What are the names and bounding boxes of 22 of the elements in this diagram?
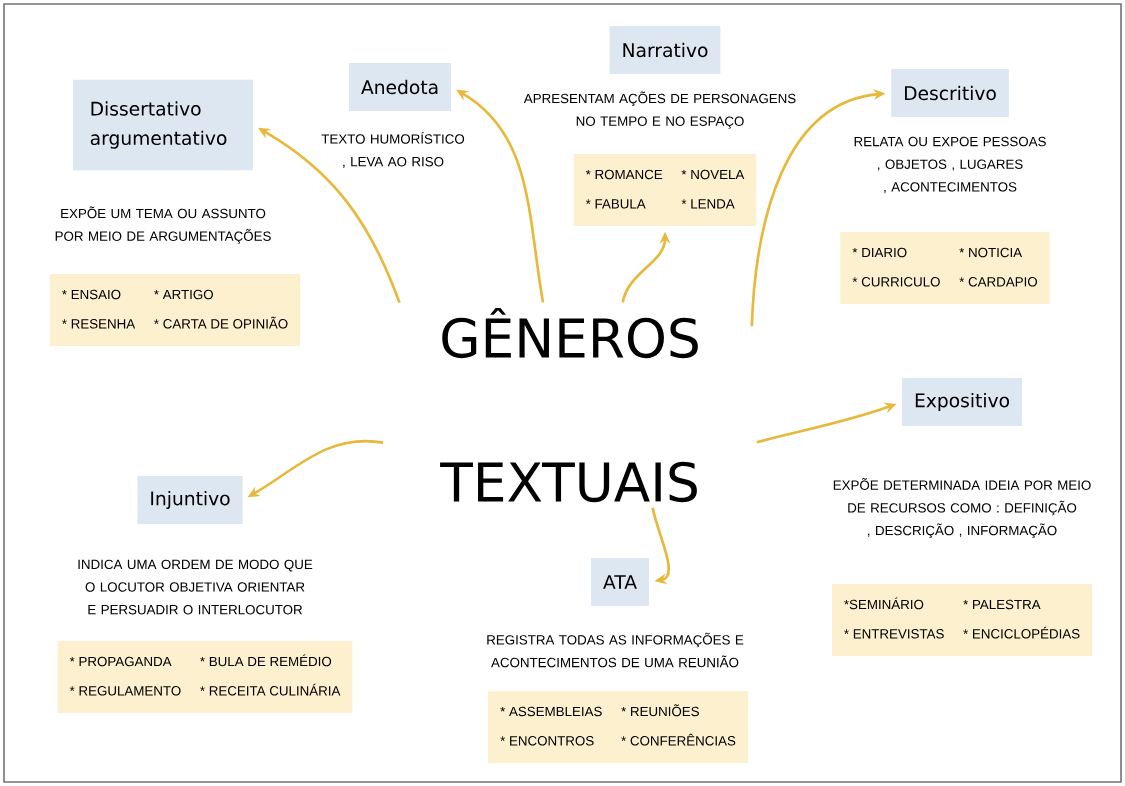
description-text: EXPÕE DETERMINADA IDEIA POR MEIO DE RECURSOS COMO : DEFINIÇÃO , DESCRIÇÃO , INFORMAÇÃO [833, 478, 1091, 538]
arrow [651, 507, 670, 585]
example-list-box: * PROPAGANDA * BULA DE REMÉDIO * REGULAMENTO * RECEITA CULINÁRIA [57, 641, 353, 713]
title-box: Anedota [348, 63, 452, 111]
title-box: Expositivo [902, 378, 1022, 426]
title-box: Narrativo [609, 26, 721, 74]
description-text: EXPÕE UM TEMA OU ASSUNTO POR MEIO DE ARGUMENTAÇÕES [55, 206, 271, 244]
example-list-box: * DIARIO * NOTICIA * CURRICULO * CARDAPIO [840, 232, 1050, 304]
description-text: RELATA OU EXPOE PESSOAS , OBJETOS , LUGARES , ACONTECIMENTOS [854, 136, 1046, 194]
example-list-box: * ASSEMBLEIAS * REUNIÕES * ENCONTROS * CONFERÊNCIAS [488, 691, 748, 763]
description-text: INDICA UMA ORDEM DE MODO QUE O LOCUTOR OBJETIVA ORIENTAR E PERSUADIR O INTERLOCUTOR [78, 559, 313, 615]
description-text: TEXTO HUMORÍSTICO , LEVA AO RISO [321, 132, 465, 168]
title-box: Descritivo [891, 69, 1009, 117]
central-title: GÊNEROS TEXTUAIS [440, 307, 698, 503]
description-text: REGISTRA TODAS AS INFORMAÇÕES E ACONTECIMENTOS DE UMA REUNIÃO [487, 632, 744, 668]
description-text: APRESENTAM AÇÕES DE PERSONAGENS NO TEMPO E NO ESPAÇO [523, 91, 796, 129]
example-list-box: * ROMANCE * NOVELA * FABULA * LENDA [573, 154, 757, 226]
title-box: ATA [591, 558, 650, 606]
example-list-box: *SEMINÁRIO * PALESTRA * ENTREVISTAS * ENCICLOPÉDIAS [831, 584, 1093, 656]
example-list-box: * ENSAIO * ARTIGO * RESENHA * CARTA DE OPINIÃO [49, 274, 301, 346]
title-box: Injuntivo [137, 476, 243, 524]
title-box: Dissertativo argumentativo [73, 79, 253, 171]
